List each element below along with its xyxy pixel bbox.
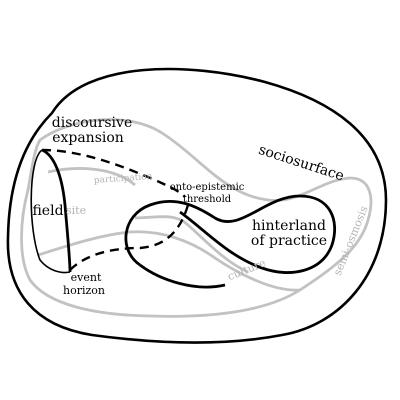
label-hinterland-1: hinterland [252, 218, 326, 234]
label-event-horizon-2: horizon [63, 284, 105, 297]
inner-surface-contour [20, 118, 373, 318]
label-onto-epistemic-1: onto-epistemic [170, 182, 245, 193]
outer-boundary [6, 67, 388, 344]
field-rim-back [30, 149, 71, 274]
label-participation: participation [94, 172, 153, 186]
hinterland-loop [124, 194, 337, 274]
label-semi-osmosis: semi-osmosis [331, 204, 371, 278]
label-event-horizon-1: event [71, 271, 102, 284]
label-discursive-expansion-1: discoursive [52, 115, 132, 131]
dashed-upper-edge [41, 148, 186, 198]
label-field: field [32, 203, 63, 219]
label-sociosurface: sociosurface [256, 142, 346, 185]
label-onto-epistemic-2: threshold [183, 194, 232, 205]
field-rim-front [41, 148, 72, 273]
twist-black-strand [139, 263, 226, 289]
label-site: site [66, 204, 86, 217]
label-discursive-expansion-2: expansion [52, 130, 124, 146]
twist-grey-strand [134, 215, 249, 274]
label-hinterland-2: of practice [251, 233, 327, 249]
dashed-lower-edge [69, 204, 190, 271]
lower-grey-band [37, 230, 301, 292]
